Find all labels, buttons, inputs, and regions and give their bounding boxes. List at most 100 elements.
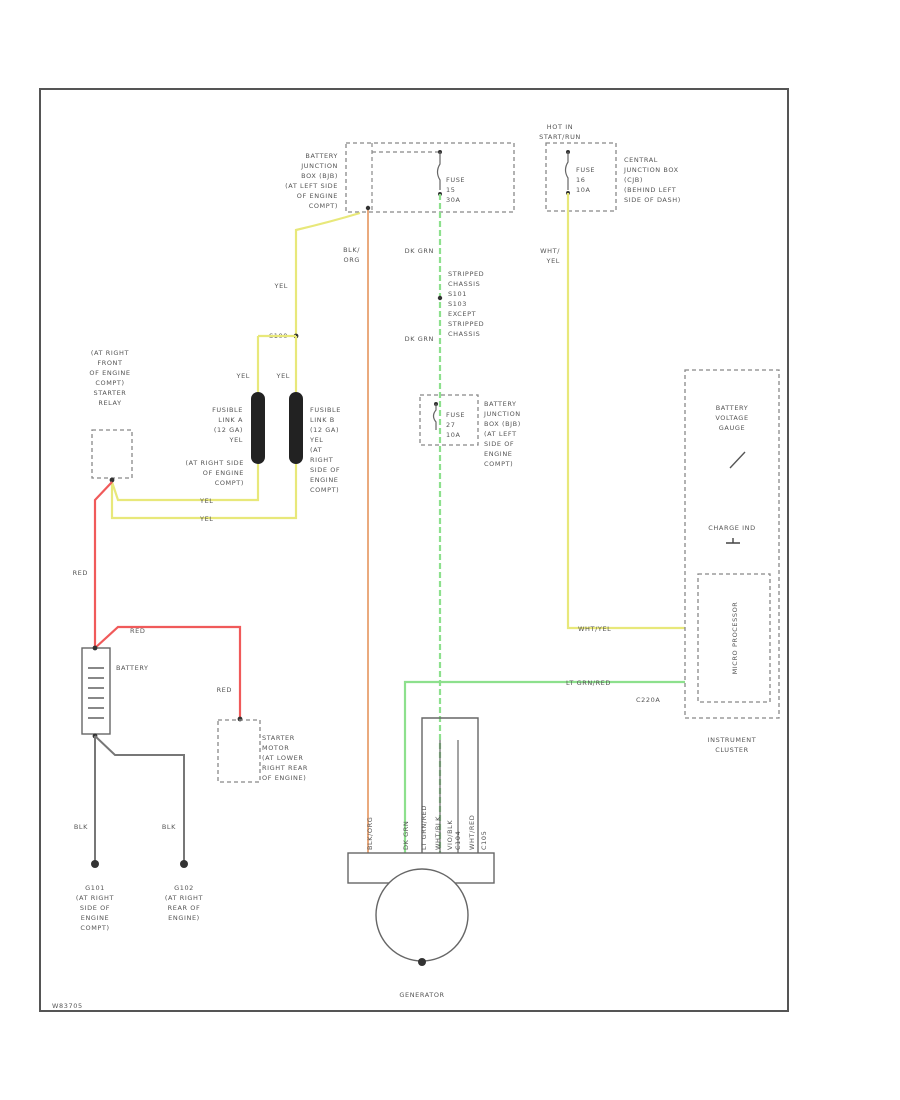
bjb-mid-label-2: JUNCTION — [483, 410, 521, 418]
gen-pin-5: VIO/BLK — [446, 820, 454, 850]
gauge-label-2: VOLTAGE — [715, 414, 748, 422]
bjb-mid-label-6: ENGINE — [484, 450, 513, 458]
dk-grn-label-2: DK GRN — [405, 335, 434, 343]
fusible-link-a-label-4: YEL — [229, 436, 244, 444]
bjb-top-label-3: BOX (BJB) — [301, 172, 338, 180]
wire-yel-to-relay-a — [110, 464, 260, 502]
starter-relay: (AT RIGHT FRONT OF ENGINE COMPT) STARTER… — [89, 349, 133, 483]
fuse-16-rating: 10A — [576, 186, 591, 194]
diagram-id: W83705 — [52, 1002, 83, 1010]
central-junction-box: HOT IN START/RUN FUSE 16 10A CENTRAL JUN… — [539, 123, 680, 212]
at-right-side-label-2: OF ENGINE — [203, 469, 244, 477]
yel-top-label: YEL — [274, 282, 289, 290]
stripped-chassis-6: STRIPPED — [448, 320, 484, 328]
bjb-mid-label-5: SIDE OF — [484, 440, 514, 448]
yel-c-label: YEL — [199, 497, 214, 505]
charge-indicator-icon — [726, 538, 740, 544]
starter-motor-label-1: STARTER — [262, 734, 295, 742]
wire-red-battery-starter — [94, 625, 242, 718]
cjb-label-2: JUNCTION BOX — [623, 166, 679, 174]
fusible-link-a-label-3: (12 GA) — [214, 426, 243, 434]
bjb-top-label-2: JUNCTION — [300, 162, 338, 170]
g101-label-2: (AT RIGHT — [76, 894, 114, 902]
wire-lt-grn-red — [403, 680, 685, 855]
battery-junction-box-top: BATTERY JUNCTION BOX (BJB) (AT LEFT SIDE… — [285, 142, 515, 213]
ground-g102-icon — [180, 860, 188, 868]
gen-pin-4: WHT/BLK — [434, 816, 442, 850]
fusible-link-a-label-2: LINK A — [218, 416, 243, 424]
connector-c220a: C220A — [636, 696, 660, 704]
bjb-top-label-6: COMPT) — [309, 202, 338, 210]
wire-yel-split — [256, 334, 298, 392]
starter-relay-label-3: OF ENGINE — [89, 369, 130, 377]
cjb-label-1: CENTRAL — [624, 156, 658, 164]
g102-label-2: (AT RIGHT — [165, 894, 203, 902]
wht-yel-label-1: WHT/ — [540, 247, 560, 255]
starter-relay-label-4: COMPT) — [95, 379, 124, 387]
starter-relay-label-2: FRONT — [97, 359, 122, 367]
fusible-link-b-label-2: LINK B — [310, 416, 335, 424]
battery: BATTERY — [81, 645, 149, 739]
yel-d-label: YEL — [199, 515, 214, 523]
wht-yel-label-2: YEL — [546, 257, 561, 265]
generator-label: GENERATOR — [399, 991, 444, 999]
red-2-label: RED — [130, 627, 145, 635]
cluster-label-2: CLUSTER — [715, 746, 749, 754]
start-run-label: START/RUN — [539, 133, 581, 141]
g102-label-1: G102 — [174, 884, 194, 892]
gen-pin-2: DK GRN — [402, 821, 410, 850]
starter-relay-label-6: RELAY — [98, 399, 121, 407]
charge-ind-label: CHARGE IND — [708, 524, 755, 532]
g102-label-3: REAR OF — [168, 904, 201, 912]
red-1-label: RED — [73, 569, 88, 577]
fusible-link-b-label-5: (AT — [310, 446, 322, 454]
wire-wht-yel — [566, 193, 685, 630]
stripped-chassis-3: S101 — [448, 290, 467, 298]
g101-label-3: SIDE OF — [80, 904, 110, 912]
gauge-label-1: BATTERY — [716, 404, 749, 412]
yel-a-label: YEL — [236, 372, 251, 380]
cjb-label-3: (CJB) — [624, 176, 643, 184]
fuse-15-number: 15 — [446, 186, 455, 194]
fuse-27-label: FUSE — [446, 411, 465, 419]
gauge-label-3: GAUGE — [719, 424, 745, 432]
fusible-link-b — [289, 392, 303, 464]
fuse-27-rating: 10A — [446, 431, 461, 439]
fusible-link-b-label-3: (12 GA) — [310, 426, 339, 434]
bjb-top-label-4: (AT LEFT SIDE — [285, 182, 338, 190]
g101-label-4: ENGINE — [81, 914, 110, 922]
fusible-link-b-label-9: COMPT) — [310, 486, 339, 494]
fusible-link-b-label-4: YEL — [309, 436, 324, 444]
fuse-15-label: FUSE — [446, 176, 465, 184]
blk-org-label-2: ORG — [344, 256, 360, 264]
instrument-cluster: BATTERY VOLTAGE GAUGE CHARGE IND MICRO P… — [684, 369, 780, 754]
wht-yel-wire-label: WHT/YEL — [578, 625, 611, 633]
yel-b-label: YEL — [276, 372, 291, 380]
bjb-mid-label-4: (AT LEFT — [484, 430, 517, 438]
fuse-27-number: 27 — [446, 421, 455, 429]
battery-junction-box-mid: FUSE 27 10A BATTERY JUNCTION BOX (BJB) (… — [419, 394, 521, 468]
wire-yel-top — [294, 211, 361, 335]
blk-2-label: BLK — [162, 823, 176, 831]
cjb-label-4: (BEHIND LEFT — [624, 186, 676, 194]
fusible-link-b-label-7: SIDE OF — [310, 466, 340, 474]
fusible-link-b-label-6: RIGHT — [310, 456, 333, 464]
lt-grn-red-wire-label: LT GRN/RED — [566, 679, 611, 687]
cluster-label-1: INSTRUMENT — [708, 736, 757, 744]
bjb-mid-label-3: BOX (BJB) — [484, 420, 521, 428]
fusible-link-b-label-1: FUSIBLE — [310, 406, 341, 414]
blk-org-label-1: BLK/ — [343, 246, 360, 254]
fuse-15-rating: 30A — [446, 196, 461, 204]
gen-pin-8: C105 — [480, 831, 488, 850]
stripped-chassis-4: S103 — [448, 300, 467, 308]
fusible-link-b-label-8: ENGINE — [310, 476, 339, 484]
bjb-top-label-1: BATTERY — [305, 152, 338, 160]
stripped-chassis-7: CHASSIS — [448, 330, 480, 338]
fusible-link-a — [251, 392, 265, 464]
starter-motor-label-2: MOTOR — [262, 744, 289, 752]
ground-g101-icon — [91, 860, 99, 868]
fuse-16-number: 16 — [576, 176, 585, 184]
battery-label: BATTERY — [116, 664, 149, 672]
gen-pin-1: BLK/ORG — [366, 817, 374, 850]
